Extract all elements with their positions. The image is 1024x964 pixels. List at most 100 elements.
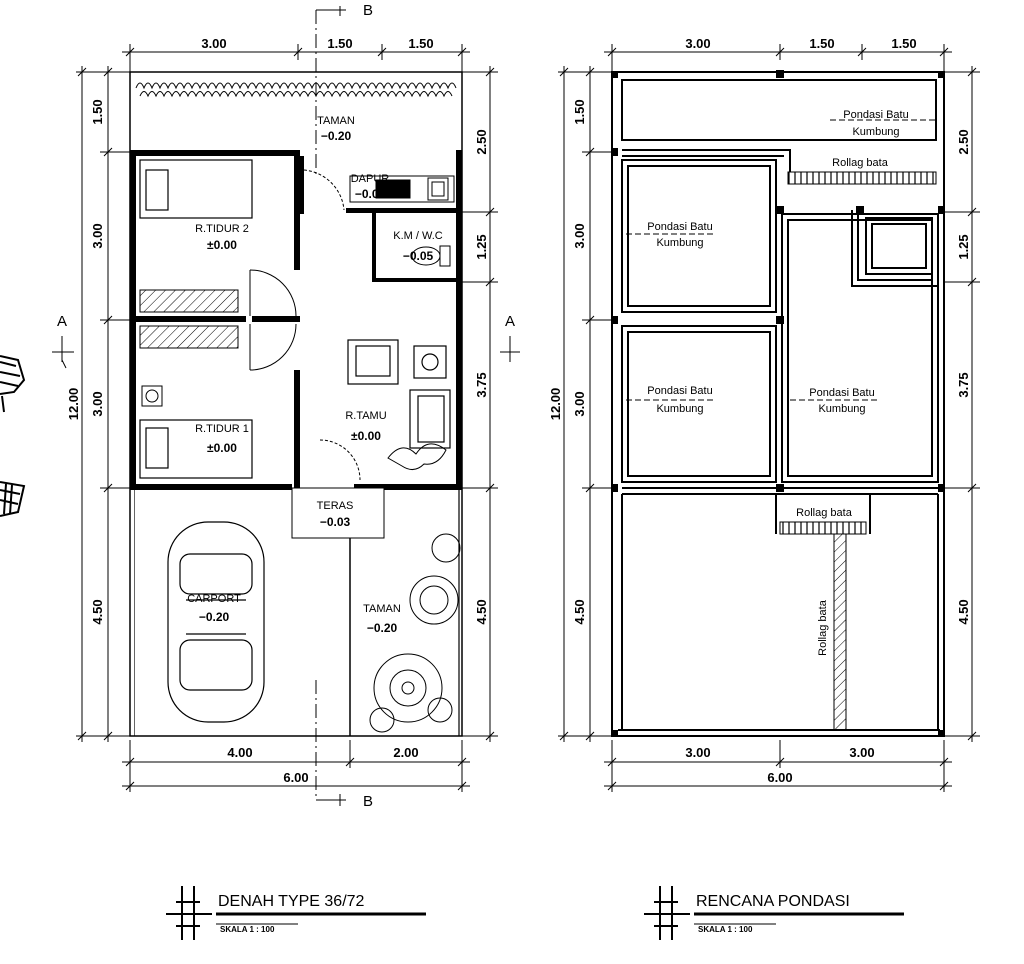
room-tamu-level: ±0.00 xyxy=(351,429,381,443)
rollag-path xyxy=(833,533,847,731)
section-marker-b-top xyxy=(316,6,346,16)
dim-top-3: 1.50 xyxy=(408,36,433,51)
section-label-b-bottom: B xyxy=(363,793,373,810)
title-marker-right xyxy=(644,886,904,940)
dim-left-total: 12.00 xyxy=(66,388,81,421)
section-label-a-left: A xyxy=(57,313,67,330)
cropped-object-2 xyxy=(0,481,26,517)
label-pondasi-tamu-2: Kumbung xyxy=(818,403,865,415)
r-dimension-left xyxy=(558,66,612,742)
room-tamu-name: R.TAMU xyxy=(345,410,386,422)
cropped-object-1 xyxy=(0,355,26,413)
title-pondasi: RENCANA PONDASI xyxy=(696,893,850,910)
r-dim-right-4: 4.50 xyxy=(956,599,971,624)
label-pondasi-kt1-1: Pondasi Batu xyxy=(647,385,712,397)
rollag-teras-frame xyxy=(775,494,871,534)
wall-hatch-left xyxy=(131,490,135,736)
room-dapur-level: −0.05 xyxy=(355,187,386,201)
car xyxy=(167,521,265,723)
room-tidur2-name: R.TIDUR 2 xyxy=(195,223,249,235)
section-label-b-top: B xyxy=(363,2,373,19)
dim-left-4: 4.50 xyxy=(90,599,105,624)
room-teras-level: −0.03 xyxy=(320,515,351,529)
r-dim-top-1: 3.00 xyxy=(685,36,710,51)
potted-plant xyxy=(387,443,447,470)
rollag-top xyxy=(787,171,937,185)
dim-top-1: 3.00 xyxy=(201,36,226,51)
room-tidur1-name: R.TIDUR 1 xyxy=(195,423,249,435)
room-taman-top-name: TAMAN xyxy=(317,115,355,127)
r-dim-left-2: 3.00 xyxy=(572,223,587,248)
r-dim-left-4: 4.50 xyxy=(572,599,587,624)
hedge-top xyxy=(135,82,457,98)
label-rollag-teras: Rollag bata xyxy=(796,507,853,519)
dimension-left xyxy=(76,66,130,742)
toilet xyxy=(411,245,451,267)
scale-pondasi: SKALA 1 : 100 xyxy=(698,925,753,934)
r-dim-left-3: 3.00 xyxy=(572,391,587,416)
dim-left-2: 3.00 xyxy=(90,223,105,248)
label-pondasi-top-1: Pondasi Batu xyxy=(843,109,908,121)
r-dim-bottom-1: 3.00 xyxy=(685,745,710,760)
room-km-wc-level: −0.05 xyxy=(403,249,434,263)
sofa-set xyxy=(347,339,451,449)
room-teras-name: TERAS xyxy=(317,500,354,512)
annotation-arrows xyxy=(626,119,936,401)
wall-hatch-right xyxy=(457,490,461,736)
dimension-top xyxy=(122,44,470,74)
label-pondasi-kt2-1: Pondasi Batu xyxy=(647,221,712,233)
dim-right-2: 1.25 xyxy=(474,234,489,259)
room-taman-front-name: TAMAN xyxy=(363,603,401,615)
kitchen-counter xyxy=(349,175,455,203)
dim-right-3: 3.75 xyxy=(474,372,489,397)
room-taman-top-level: −0.20 xyxy=(321,129,352,143)
dim-right-1: 2.50 xyxy=(474,129,489,154)
rollag-teras xyxy=(779,521,867,535)
floor-plan: 3.00 1.50 1.50 1.50 3.00 3.00 4.50 12.00 xyxy=(52,2,520,940)
dim-top-2: 1.50 xyxy=(327,36,352,51)
label-pondasi-kt1-2: Kumbung xyxy=(656,403,703,415)
foundation-outline xyxy=(611,71,945,737)
dim-bottom-total: 6.00 xyxy=(283,770,308,785)
r-dim-top-3: 1.50 xyxy=(891,36,916,51)
label-rollag-top: Rollag bata xyxy=(832,157,889,169)
dimension-right xyxy=(462,66,498,742)
bed-tidur-1 xyxy=(139,419,253,479)
title-marker-left xyxy=(166,886,426,940)
room-km-wc-name: K.M / W.C xyxy=(393,230,443,242)
label-pondasi-tamu-1: Pondasi Batu xyxy=(809,387,874,399)
dimension-bottom xyxy=(122,740,470,792)
title-denah: DENAH TYPE 36/72 xyxy=(218,893,365,910)
section-marker-b-bottom xyxy=(316,794,346,806)
wardrobe-hatch-bottom xyxy=(139,325,239,349)
room-taman-front-level: −0.20 xyxy=(367,621,398,635)
label-pondasi-top-2: Kumbung xyxy=(852,126,899,138)
r-dimension-right xyxy=(944,66,980,742)
r-dim-bottom-2: 3.00 xyxy=(849,745,874,760)
label-rollag-path: Rollag bata xyxy=(817,599,829,656)
dim-left-3: 3.00 xyxy=(90,391,105,416)
r-dim-right-1: 2.50 xyxy=(956,129,971,154)
scale-denah: SKALA 1 : 100 xyxy=(220,925,275,934)
section-label-a-right: A xyxy=(505,313,515,330)
r-dim-right-2: 1.25 xyxy=(956,234,971,259)
stool xyxy=(141,385,163,407)
dim-bottom-1: 4.00 xyxy=(227,745,252,760)
house-walls xyxy=(130,150,462,490)
label-pondasi-kt2-2: Kumbung xyxy=(656,237,703,249)
dim-bottom-2: 2.00 xyxy=(393,745,418,760)
r-dim-left-1: 1.50 xyxy=(572,99,587,124)
r-dim-right-3: 3.75 xyxy=(956,372,971,397)
room-tidur1-level: ±0.00 xyxy=(207,441,237,455)
dim-right-4: 4.50 xyxy=(474,599,489,624)
room-carport-name: CARPORT xyxy=(187,593,241,605)
garden-trees xyxy=(369,533,461,733)
dim-left-1: 1.50 xyxy=(90,99,105,124)
bed-tidur-2 xyxy=(139,159,253,219)
r-dim-bottom-total: 6.00 xyxy=(767,770,792,785)
wardrobe-hatch-top xyxy=(139,289,239,313)
r-dimension-top xyxy=(604,44,952,74)
foundation-columns xyxy=(612,70,944,736)
room-carport-level: −0.20 xyxy=(199,610,230,624)
